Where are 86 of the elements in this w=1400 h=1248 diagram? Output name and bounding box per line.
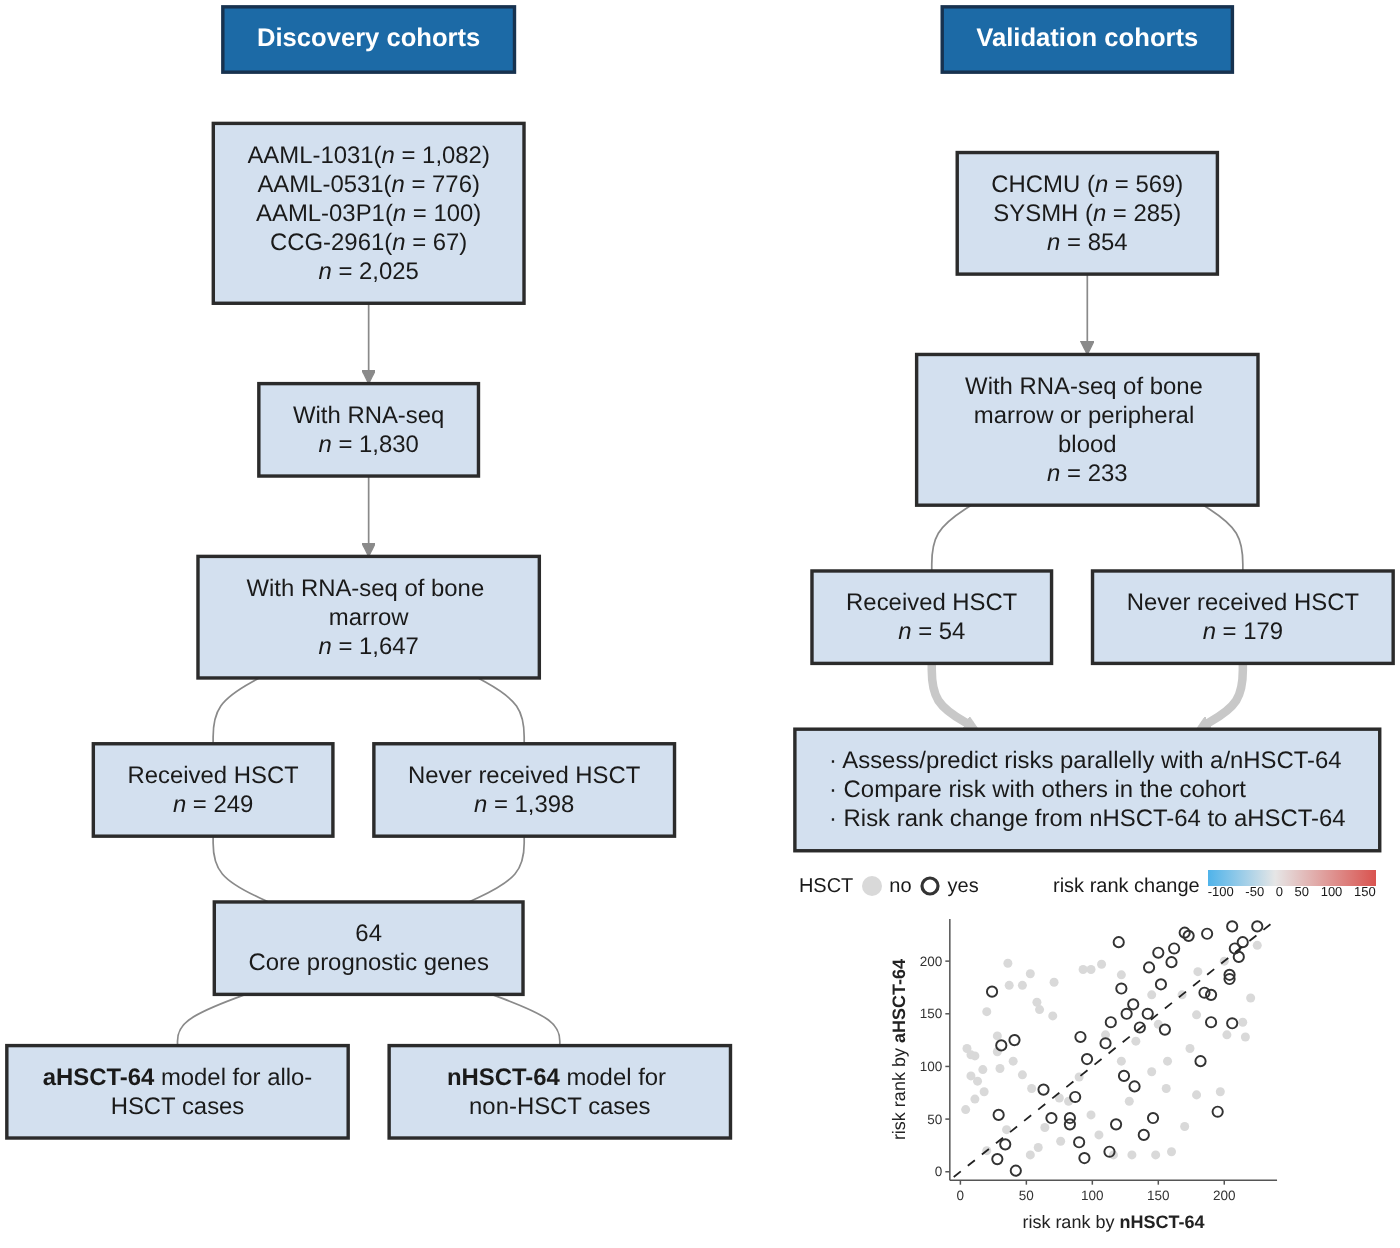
connector <box>477 677 526 745</box>
connector <box>490 993 561 1047</box>
point <box>1205 1016 1219 1030</box>
point <box>1229 943 1242 956</box>
point <box>1138 1129 1151 1142</box>
node-box: Received HSCT n = 54 <box>810 569 1054 666</box>
point <box>1113 936 1126 950</box>
node-box: With RNA-seq of bone marrow n = 1,647 <box>196 554 542 680</box>
node-box: AAML-1031(n = 1,082) AAML-0531(n = 776) AAML-03P1(n = 100) CCG-2961(n = 67) n = 2,025 <box>211 121 526 305</box>
point <box>1010 1165 1023 1178</box>
point <box>1226 921 1240 934</box>
legend-title: risk rank change <box>1052 875 1200 898</box>
point <box>1064 1119 1077 1132</box>
point <box>1233 951 1246 964</box>
node-box: Received HSCT n = 249 <box>91 742 335 838</box>
point <box>1224 969 1237 982</box>
node-box: nHSCT-64 model for non-HSCT cases <box>387 1043 733 1140</box>
arrow <box>927 663 979 730</box>
point <box>996 1040 1009 1053</box>
connector <box>467 835 526 903</box>
point <box>1105 1016 1118 1030</box>
point <box>1142 1008 1155 1021</box>
node-box: Never received HSCT n = 179 <box>1090 569 1395 666</box>
node-box: 64 Core prognostic genes <box>212 900 525 997</box>
point <box>1046 1112 1059 1125</box>
node-box: Discovery cohorts <box>221 5 517 74</box>
legend-label: no <box>889 875 912 898</box>
node-box: CHCMU (n = 569) SYSMH (n = 285) n = 854 <box>955 150 1220 276</box>
point <box>1155 978 1168 992</box>
point <box>1195 1055 1208 1069</box>
connector <box>1202 504 1244 572</box>
connector <box>930 504 973 572</box>
point <box>1110 1119 1124 1132</box>
point <box>1009 1034 1022 1047</box>
connector <box>212 677 261 745</box>
point <box>1168 943 1182 956</box>
node-box: With RNA-seq of bone marrow or peripheral blood n = 233 <box>914 352 1260 507</box>
node-box: · Assess/predict risks parallelly with a/nHSCT-64 · Compare risk with others in the cohort · Risk rank change from nHSCT-64 to aHSCT-64 <box>793 727 1382 853</box>
point <box>1116 983 1129 996</box>
point <box>1121 1008 1134 1021</box>
point <box>1143 962 1157 975</box>
point <box>1224 973 1237 986</box>
node-box: Never received HSCT n = 1,398 <box>372 742 677 838</box>
node-box: With RNA-seq n = 1,830 <box>257 381 481 478</box>
axis-title: risk rank by nHSCT-64 <box>1023 1212 1206 1233</box>
arrow <box>1079 273 1095 356</box>
node-box: Validation cohorts <box>940 5 1235 74</box>
connector <box>176 993 247 1047</box>
point <box>1153 947 1166 960</box>
point <box>1252 921 1265 934</box>
arrow <box>1196 663 1248 730</box>
point <box>1212 1106 1225 1119</box>
point <box>1183 930 1196 943</box>
point <box>1199 987 1212 1000</box>
point <box>992 1153 1005 1166</box>
point <box>1075 1031 1088 1044</box>
connector <box>212 835 270 903</box>
arrow <box>361 302 377 385</box>
axis-title: risk rank by aHSCT-64 <box>889 959 910 1141</box>
point <box>1226 1017 1240 1031</box>
point <box>1118 1070 1131 1083</box>
point <box>1201 928 1215 941</box>
point <box>1073 1136 1087 1150</box>
point <box>1079 1152 1092 1165</box>
point <box>1038 1084 1051 1097</box>
point <box>1104 1146 1117 1159</box>
point <box>1159 1024 1172 1037</box>
point <box>1129 1081 1142 1094</box>
point <box>993 1109 1006 1122</box>
legend-title: HSCT <box>798 875 854 898</box>
arrow <box>361 475 377 558</box>
point <box>1237 936 1250 950</box>
node-box: aHSCT-64 model for allo-HSCT cases <box>5 1043 350 1140</box>
point <box>1000 1139 1013 1152</box>
point <box>1147 1112 1160 1125</box>
point <box>986 986 1000 999</box>
point <box>1064 1112 1077 1125</box>
point <box>1069 1091 1083 1104</box>
legend-label: yes <box>947 875 979 898</box>
point <box>1100 1037 1113 1051</box>
point <box>1179 927 1192 940</box>
point <box>1128 998 1141 1012</box>
point <box>1166 956 1179 970</box>
point <box>1134 1022 1147 1035</box>
point <box>1205 989 1219 1002</box>
point <box>1081 1053 1095 1066</box>
